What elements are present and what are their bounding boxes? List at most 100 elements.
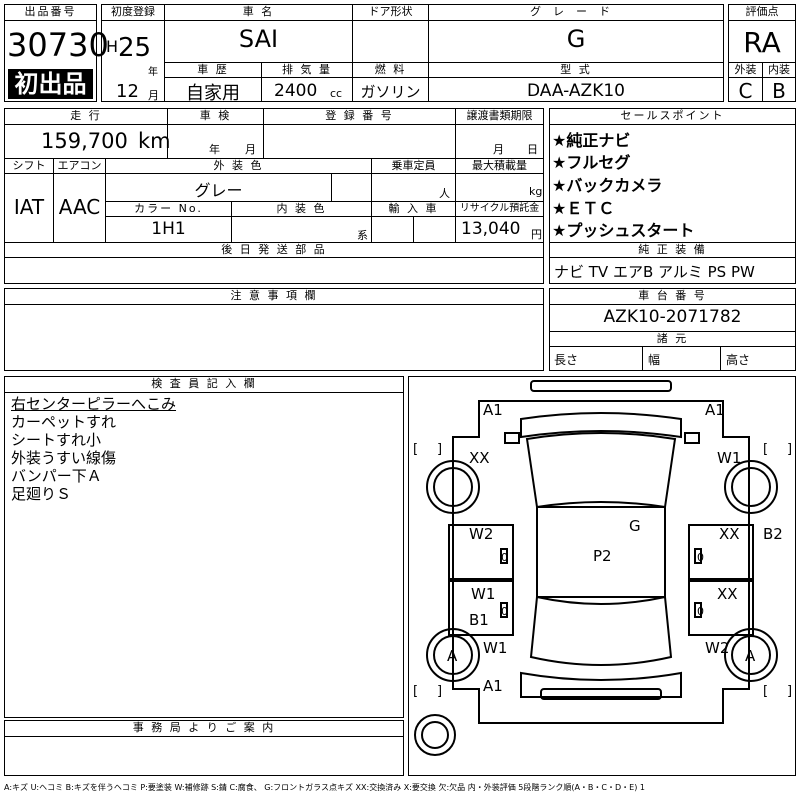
displacement: 2400 bbox=[274, 81, 318, 101]
mark-xx-front-left: XX bbox=[469, 449, 490, 467]
recycle-unit: 円 bbox=[531, 228, 542, 241]
inspector-note-6: 足廻りＳ bbox=[11, 485, 72, 503]
exterior-score: C bbox=[738, 79, 753, 103]
inspection-header: 車 検 bbox=[199, 109, 232, 122]
svg-text:[: [ bbox=[413, 442, 418, 457]
mark-a1-rear: A1 bbox=[483, 677, 503, 695]
mark-b1-left-rear-door: B1 bbox=[469, 611, 489, 629]
mark-g-windshield: G bbox=[629, 517, 641, 535]
transfer-day-unit: 日 bbox=[527, 143, 538, 156]
mark-zero-1: 0 bbox=[501, 551, 508, 564]
inspector-box: 検 査 員 記 入 欄 右センターピラーへこみ カーペットすれ シートすれ小 外… bbox=[4, 376, 404, 718]
sales-point-3: ★バックカメラ bbox=[552, 176, 663, 195]
mark-b2-right: B2 bbox=[763, 525, 783, 543]
car-name: SAI bbox=[238, 25, 279, 53]
first-reg-month-unit: 月 bbox=[148, 89, 159, 102]
mileage-unit: km bbox=[138, 129, 171, 153]
model-header: 型 式 bbox=[560, 63, 592, 76]
mark-a-rear-left-wheel: A bbox=[447, 647, 458, 665]
svg-text:[: [ bbox=[763, 684, 768, 699]
recycle-amount: 13,040 bbox=[461, 219, 521, 239]
lot-number-box: 出品番号 30730 初出品 bbox=[4, 4, 109, 102]
mark-a1-front-left: A1 bbox=[483, 401, 503, 419]
mark-w1-left-rear-door: W1 bbox=[471, 585, 495, 603]
car-diagram: [] [] [] [] A1 A1 XX W1 W2 XX G P2 B2 W1… bbox=[413, 380, 792, 756]
lot-number-header: 出品番号 bbox=[24, 5, 77, 18]
mark-zero-3: 0 bbox=[501, 605, 508, 618]
dim-height-label: 高さ bbox=[726, 353, 751, 367]
grade: G bbox=[566, 25, 586, 53]
genuine-equipment: ナビ TV エアB アルミ PS PW bbox=[554, 263, 755, 281]
mark-zero-2: 0 bbox=[697, 551, 704, 564]
transfer-month-unit: 月 bbox=[493, 143, 504, 156]
sales-points-header: セールスポイント bbox=[620, 109, 725, 122]
ac-header: エアコン bbox=[57, 159, 102, 172]
chassis-number: AZK10-2071782 bbox=[603, 307, 742, 327]
mark-w1-rear-left: W1 bbox=[483, 639, 507, 657]
shift-header: シフト bbox=[12, 159, 46, 172]
mark-p2-roof: P2 bbox=[593, 547, 612, 565]
inspection-year-unit: 年 bbox=[209, 143, 220, 156]
inspector-note-4: 外装うすい線傷 bbox=[11, 449, 117, 467]
office-header: 事 務 局 よ り ご 案 内 bbox=[132, 721, 276, 734]
color-no-header: カラー No. bbox=[134, 202, 203, 215]
inspector-note-1: 右センターピラーへこみ bbox=[11, 395, 177, 413]
inspector-header: 検 査 員 記 入 欄 bbox=[151, 377, 257, 390]
score-box: 評価点 RA 外装 内装 C B bbox=[728, 4, 796, 103]
mark-zero-4: 0 bbox=[697, 605, 704, 618]
inspector-note-5: バンパー下Ａ bbox=[11, 467, 102, 485]
score-header: 評価点 bbox=[745, 5, 779, 18]
notes-header: 注 意 事 項 欄 bbox=[230, 289, 318, 302]
door-header: ドア形状 bbox=[368, 5, 413, 18]
inspector-note-3: シートすれ小 bbox=[11, 431, 102, 449]
svg-text:[: [ bbox=[763, 442, 768, 457]
displacement-header: 排 気 量 bbox=[282, 63, 332, 76]
first-reg-era: H bbox=[106, 37, 119, 56]
exterior-header: 外装 bbox=[734, 63, 757, 76]
dim-width-label: 幅 bbox=[648, 353, 661, 367]
color-no: 1H1 bbox=[151, 219, 186, 239]
overall-score: RA bbox=[743, 26, 781, 59]
car-name-header: 車 名 bbox=[242, 5, 275, 18]
max-load-header: 最大積載量 bbox=[472, 159, 527, 172]
mileage-header: 走 行 bbox=[70, 109, 102, 122]
dimensions-header: 諸 元 bbox=[656, 332, 689, 345]
reg-no-header: 登 録 番 号 bbox=[325, 109, 394, 122]
history: 自家用 bbox=[186, 83, 240, 104]
first-reg-year: 25 bbox=[118, 33, 152, 63]
interior-header: 内装 bbox=[768, 63, 790, 76]
grade-header: グレード bbox=[530, 5, 622, 18]
mark-xx-right-door: XX bbox=[719, 525, 740, 543]
first-reg-year-unit: 年 bbox=[148, 67, 158, 78]
dim-length-label: 長さ bbox=[554, 353, 579, 367]
chassis-header: 車 台 番 号 bbox=[638, 289, 707, 302]
fuel-header: 燃 料 bbox=[374, 63, 407, 76]
displacement-unit: cc bbox=[330, 87, 343, 100]
sales-point-5: ★プッシュスタート bbox=[552, 221, 695, 240]
sales-point-1: ★純正ナビ bbox=[552, 131, 631, 150]
car-diagram-box: [] [] [] [] A1 A1 XX W1 W2 XX G P2 B2 W1… bbox=[408, 376, 796, 776]
first-reg-header: 初度登録 bbox=[111, 5, 155, 18]
model: DAA-AZK10 bbox=[527, 81, 625, 101]
later-parts-header: 後 日 発 送 部 品 bbox=[221, 243, 327, 256]
mark-a1-front-right: A1 bbox=[705, 401, 725, 419]
inspection-month-unit: 月 bbox=[245, 143, 256, 156]
svg-text:]: ] bbox=[787, 442, 792, 457]
int-color-unit: 系 bbox=[357, 229, 368, 242]
recycle-header: リサイクル預託金 bbox=[459, 203, 540, 214]
mark-w2-left-door: W2 bbox=[469, 525, 493, 543]
chassis-box: 車 台 番 号 AZK10-2071782 諸 元 長さ 幅 高さ bbox=[549, 288, 796, 371]
max-load-unit: kg bbox=[529, 185, 543, 198]
lot-number: 30730 bbox=[7, 26, 109, 64]
ext-color-header: 外 装 色 bbox=[213, 159, 264, 172]
sales-point-4: ★ＥＴＣ bbox=[552, 199, 615, 218]
svg-text:]: ] bbox=[787, 684, 792, 699]
mark-xx-right-rear-door: XX bbox=[717, 585, 738, 603]
first-listing-badge: 初出品 bbox=[8, 69, 93, 99]
mileage: 159,700 bbox=[41, 129, 128, 153]
inspector-note-2: カーペットすれ bbox=[11, 413, 117, 431]
office-box: 事 務 局 よ り ご 案 内 bbox=[4, 720, 404, 776]
shift: IAT bbox=[13, 195, 45, 219]
transfer-header: 譲渡書類期限 bbox=[466, 109, 533, 122]
fuel: ガソリン bbox=[360, 83, 421, 101]
